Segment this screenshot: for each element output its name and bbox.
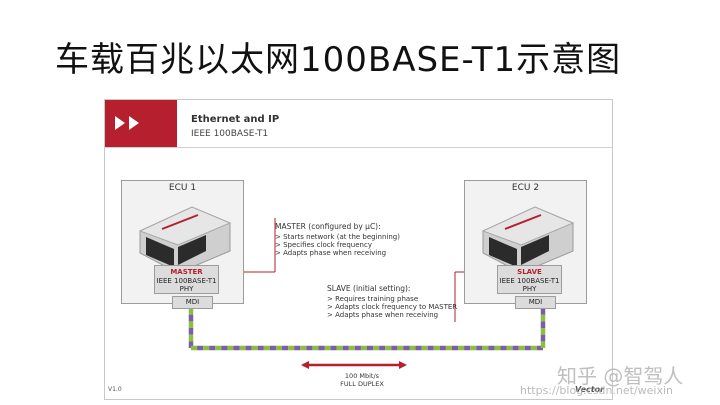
master-note: MASTER (configured by µC): > Starts netw… bbox=[275, 223, 400, 257]
ecu2-role: SLAVE bbox=[498, 268, 561, 277]
ecu2-mdi: MDI bbox=[515, 296, 556, 309]
master-note-item: > Adapts phase when receiving bbox=[275, 249, 400, 257]
ecu-device-icon bbox=[122, 193, 243, 273]
duplex-arrow-right bbox=[399, 361, 407, 369]
master-note-title: MASTER (configured by µC): bbox=[275, 223, 400, 231]
watermark-url: https://blog.csdn.net/weixin bbox=[520, 384, 673, 397]
slave-note-item: > Adapts phase when receiving bbox=[327, 311, 457, 319]
ecu-device-icon bbox=[465, 193, 586, 273]
slave-note-item: > Adapts clock frequency to MASTER bbox=[327, 303, 457, 311]
ecu1-phy: PHY bbox=[155, 285, 218, 294]
ecu2-phy-box: SLAVE IEEE 100BASE-T1 PHY bbox=[497, 265, 562, 294]
duplex-mode: FULL DUPLEX bbox=[317, 381, 407, 389]
ecu1-mdi: MDI bbox=[172, 296, 213, 309]
master-note-item: > Specifies clock frequency bbox=[275, 241, 400, 249]
ecu1-phy-box: MASTER IEEE 100BASE-T1 PHY bbox=[154, 265, 219, 294]
ecu1-box: ECU 1 MASTER IEEE 100BASE-T1 PHY bbox=[121, 180, 244, 304]
slave-note: SLAVE (initial setting): > Requires trai… bbox=[327, 285, 457, 319]
ecu1-role: MASTER bbox=[155, 268, 218, 277]
ecu2-phy: PHY bbox=[498, 285, 561, 294]
ecu2-phy-standard: IEEE 100BASE-T1 bbox=[498, 277, 561, 286]
master-note-item: > Starts network (at the beginning) bbox=[275, 233, 400, 241]
slave-note-item: > Requires training phase bbox=[327, 295, 457, 303]
duplex-label: 100 Mbit/s FULL DUPLEX bbox=[317, 373, 407, 388]
slave-note-title: SLAVE (initial setting): bbox=[327, 285, 457, 293]
slide: Ethernet and IP IEEE 100BASE-T1 ECU 1 MA… bbox=[104, 99, 613, 400]
page-title: 车载百兆以太网100BASE-T1示意图 bbox=[55, 32, 621, 81]
duplex-arrow-left bbox=[301, 361, 309, 369]
ecu2-box: ECU 2 SLAVE IEEE 100BASE-T1 PHY bbox=[464, 180, 587, 304]
ecu1-phy-standard: IEEE 100BASE-T1 bbox=[155, 277, 218, 286]
ecu2-label: ECU 2 bbox=[465, 183, 586, 193]
ecu1-label: ECU 1 bbox=[122, 183, 243, 193]
version-label: V1.0 bbox=[108, 386, 122, 393]
